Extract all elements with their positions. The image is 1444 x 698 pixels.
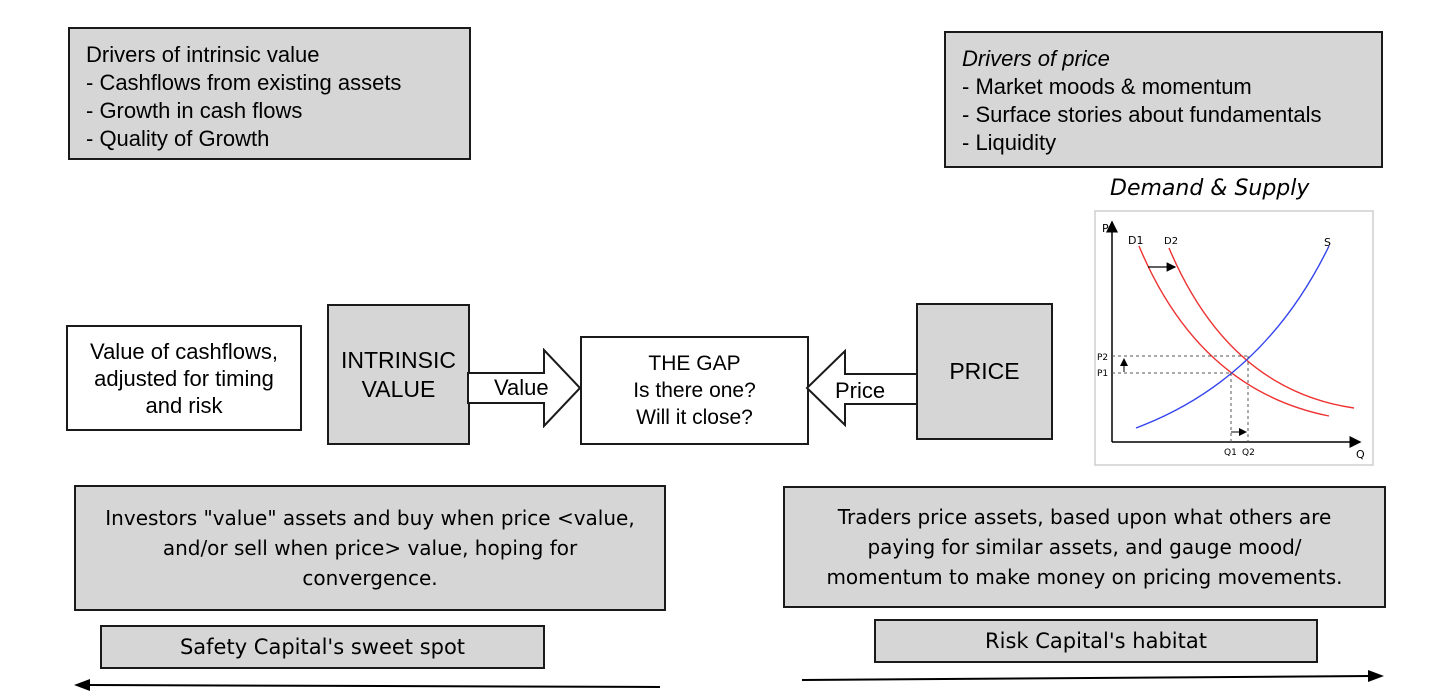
p1-label: P1 [1097,369,1108,379]
investors-line: and/or sell when price> value, hoping fo… [162,536,578,560]
safety-capital-label: Safety Capital's sweet spot [179,635,466,659]
price-arrow-label: Price [835,378,886,403]
price-driver-item: - Surface stories about fundamentals [962,102,1322,127]
q2-label: Q2 [1242,448,1255,458]
gap-box: THE GAP Is there one? Will it close? [580,336,809,445]
price-box-label: PRICE [949,358,1020,384]
value-driver-item: - Growth in cash flows [86,98,303,123]
traders-box: Traders price assets, based upon what ot… [783,486,1386,608]
safety-capital-box: Safety Capital's sweet spot [100,625,545,669]
value-driver-item: - Quality of Growth [86,126,270,151]
gap-line: Is there one? [633,379,756,402]
demand-curve-d2 [1168,247,1355,409]
value-drivers-title: Drivers of intrinsic value [86,42,320,67]
risk-capital-box: Risk Capital's habitat [874,619,1318,663]
risk-capital-label: Risk Capital's habitat [985,629,1207,653]
demand-curve-d1 [1138,245,1330,417]
safety-direction-arrow [74,679,661,691]
supply-demand-chart: P Q D1 D2 S P2 P1 Q1 Q2 [1094,210,1374,466]
p2-label: P2 [1097,353,1108,363]
risk-direction-arrow [801,670,1384,682]
gap-line: THE GAP [648,352,741,375]
traders-line: paying for similar assets, and gauge moo… [867,535,1302,559]
price-box: PRICE [916,303,1053,440]
price-driver-item: - Market moods & momentum [962,74,1252,99]
price-driver-item: - Liquidity [962,130,1057,155]
axis-q-label: Q [1356,448,1365,461]
value-drivers-box: Drivers of intrinsic value - Cashflows f… [68,27,471,160]
value-driver-item: - Cashflows from existing assets [86,70,402,95]
cashflow-line: adjusted for timing [94,365,274,391]
price-drivers-title: Drivers of price [962,46,1110,71]
d1-label: D1 [1128,234,1143,247]
s-label: S [1324,236,1331,249]
investors-box: Investors "value" assets and buy when pr… [74,485,666,611]
value-arrow [467,348,582,428]
cashflow-line: Value of cashflows, [90,338,278,364]
d2-label: D2 [1164,236,1178,247]
traders-line: momentum to make money on pricing moveme… [826,565,1343,589]
traders-line: Traders price assets, based upon what ot… [837,505,1332,529]
intrinsic-line: INTRINSIC [341,346,456,373]
axis-p-label: P [1102,222,1109,235]
q1-label: Q1 [1224,448,1237,458]
price-arrow [805,349,918,427]
price-drivers-box: Drivers of price - Market moods & moment… [944,31,1383,168]
intrinsic-line: VALUE [361,375,436,402]
cashflow-value-box: Value of cashflows, adjusted for timing … [66,325,302,431]
cashflow-line: and risk [145,392,223,418]
investors-line: convergence. [302,566,438,590]
gap-line: Will it close? [636,406,753,429]
intrinsic-value-box: INTRINSIC VALUE [327,304,470,445]
investors-line: Investors "value" assets and buy when pr… [105,506,635,530]
supply-demand-caption: Demand & Supply [1110,176,1310,201]
value-arrow-label: Value [494,375,549,400]
chart-frame [1094,210,1374,466]
